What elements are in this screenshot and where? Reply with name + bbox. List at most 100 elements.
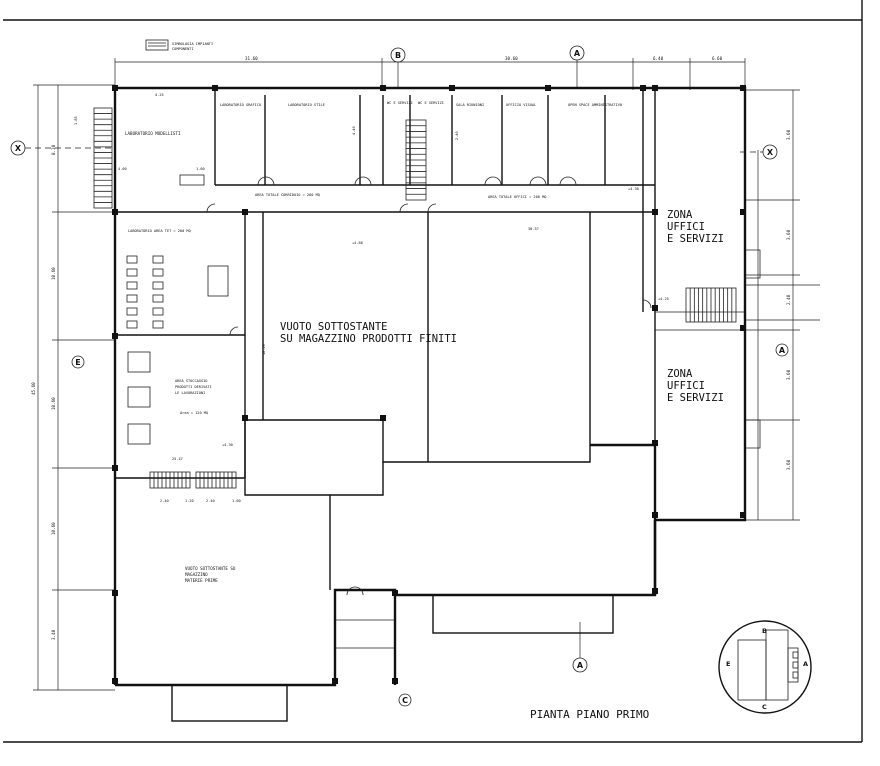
room-lab-tet: LABORATORIO AREA TET = 200 MQ [128,229,191,233]
stair-center-run [405,119,427,201]
room-stoccaggio-3: LE LAVORAZIONI [175,391,205,395]
header-note: SIMBOLOGIA IMPIANTI COMPONENTI [145,39,213,51]
dim-inner-f: 1.85 [74,116,78,125]
dim-left-a: 8.10 [51,144,56,155]
key-c: C [762,703,767,711]
axis-a-bottom: A [577,661,584,670]
lab-bench [126,320,138,329]
header-note-line2: COMPONENTI [172,47,194,51]
lab-bench [126,281,138,290]
dim-inner-e: 2.40 [455,131,459,140]
dim-stair-w3: 2.40 [206,499,215,503]
dim-top-left: 31.60 [245,56,258,61]
inner-dimensions: 4.25 4.60 1.60 4.40 2.40 1.85 +4.60 +4.3… [74,93,669,503]
axis-markers: B A X X E A A C [10,45,789,707]
axis-x-left: X [15,144,22,153]
room-zona-uffici-bot-3: E SERVIZI [667,392,724,404]
lab-bench [126,294,138,303]
dim-left-e: 3.40 [51,629,56,640]
dim-lab-h: 18.20 [262,344,266,355]
lab-bench [152,281,164,290]
dim-stair-w1: 2.40 [160,499,169,503]
dim-top-r2: 6.60 [712,56,723,61]
key-plan: B E A C [718,620,812,714]
dim-stair-w2: 1.20 [185,499,194,503]
dim-right-d: 3.60 [786,369,791,380]
level-3: +4.25 [658,297,669,301]
top-dimension-chain: 31.60 30.60 6.40 6.60 [114,56,746,90]
right-dimension-chain: 3.60 3.60 2.40 3.60 3.60 [745,89,800,521]
stairs [93,107,737,489]
structural-columns [112,85,746,684]
room-zona-uffici-top-2: UFFICI [667,221,705,233]
lab-bench [152,255,164,264]
room-wc-2: WC E SERVIZI [418,101,444,105]
room-lab-stile: LABORATORIO STILE [288,103,325,107]
level-4: +4.30 [222,443,233,447]
dim-right-e: 3.60 [786,459,791,470]
stair-lower-run-1 [149,471,191,489]
dim-stair-w4: 1.60 [232,499,241,503]
stair-lower-run-2 [195,471,237,489]
outer-walls [113,86,820,722]
room-stoccaggio-1: AREA STOCCAGGIO [175,379,207,383]
key-b: B [762,627,767,635]
header-note-line1: SIMBOLOGIA IMPIANTI [172,42,213,46]
door-swings [206,176,652,596]
room-vuoto-finiti-1: VUOTO SOTTOSTANTE [280,321,387,333]
room-vuoto-finiti-2: SU MAGAZZINO PRODOTTI FINITI [280,333,457,345]
lab-bench [126,255,138,264]
dim-inner-b: 4.60 [118,167,127,171]
dim-left-d: 10.60 [51,522,56,535]
stair-right-run [685,287,737,323]
dim-top-r1: 6.40 [653,56,664,61]
drawing-title: PIANTA PIANO PRIMO [530,708,649,721]
dim-left-b: 10.60 [51,267,56,280]
lab-bench [152,307,164,316]
sheet-border [3,0,863,743]
lab-bench [152,320,164,329]
room-labels: LABORATORIO MODELLISTI LABORATORIO GRAFI… [125,101,724,583]
axis-x-right: X [767,148,774,157]
room-corridor-right: AREA TOTALE UFFICI = 260 MQ [488,195,546,199]
dim-inner-c: 1.60 [196,167,205,171]
room-zona-uffici-bot-2: UFFICI [667,380,705,392]
room-open-space: OPEN SPACE AMMINISTRATIVO [568,103,622,107]
room-stoccaggio-2: PRODOTTI DERIVATI [175,385,212,389]
dim-right-a: 3.60 [786,129,791,140]
stair-left-run [93,107,113,209]
dim-inner-a: 4.25 [155,93,164,97]
dim-corridor-w: 25.47 [172,457,183,461]
room-stoccaggio-area: Area = 120 MQ [180,411,208,415]
room-vuoto-materie-3: MATERIE PRIME [185,578,218,583]
axis-e-left: E [75,358,80,367]
key-e: E [726,660,730,668]
dim-right-c: 2.40 [786,294,791,305]
room-vuoto-materie-2: MAGAZZINO [185,572,208,577]
room-corridor-left: AREA TOTALE CORRIDOIO = 260 MQ [255,193,320,197]
dim-width-mid: 30.57 [528,227,539,231]
axis-a-right: A [779,346,786,355]
lab-bench [126,307,138,316]
room-zona-uffici-top-1: ZONA [667,209,693,221]
key-a: A [803,660,808,668]
axis-c-bottom: C [402,696,408,705]
axis-a-top: A [574,49,581,58]
dim-inner-d: 4.40 [352,126,356,135]
axis-b-top: B [395,51,401,60]
room-zona-uffici-top-3: E SERVIZI [667,233,724,245]
room-sala-riunioni: SALA RIUNIONI [456,103,484,107]
dim-top-mid: 30.60 [505,56,518,61]
dim-right-b: 3.60 [786,229,791,240]
room-wc-1: WC E SERVIZI [387,101,413,105]
lab-bench [126,268,138,277]
room-lab-grafico: LABORATORIO GRAFICO [220,103,261,107]
lab-benches [126,255,164,329]
room-lab-modellisti: LABORATORIO MODELLISTI [125,131,181,136]
room-zona-uffici-bot-1: ZONA [667,368,693,380]
level-1: +4.60 [352,241,363,245]
level-2: +4.30 [628,187,639,191]
room-ufficio-visual: UFFICIO VISUAL [506,103,536,107]
dim-left-c: 10.60 [51,397,56,410]
